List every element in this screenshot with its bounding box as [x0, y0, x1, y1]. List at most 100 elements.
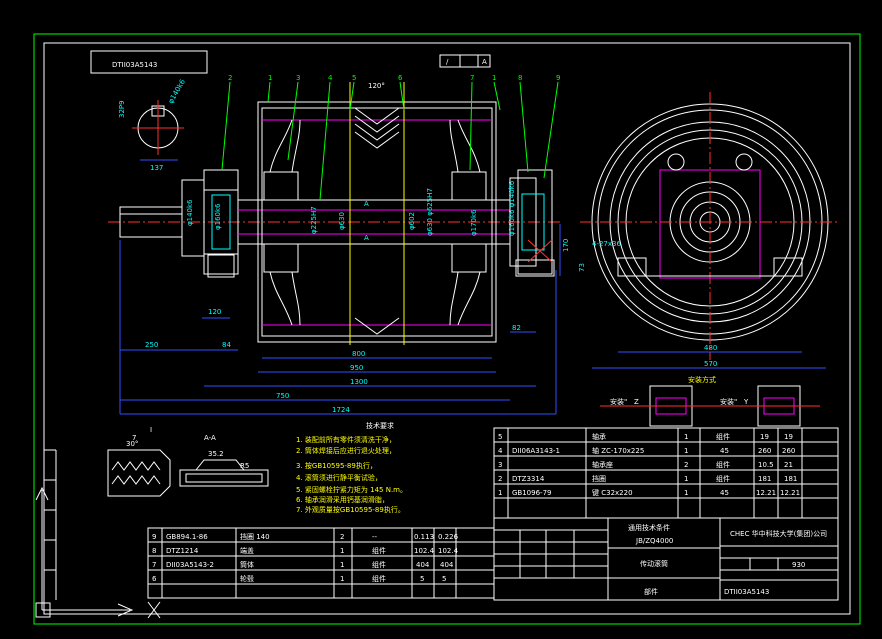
title-std-code: JB/ZQ4000 [635, 537, 673, 545]
svg-text:DII06A3143-1: DII06A3143-1 [512, 447, 560, 455]
svg-text:φ630: φ630 [338, 212, 346, 230]
dim-1724: 1724 [332, 406, 350, 414]
dim-120: 120 [208, 308, 221, 316]
tech-req-2: 2. 筒体焊接后应进行退火处理， [296, 446, 396, 455]
svg-text:φ170k6: φ170k6 [470, 209, 478, 236]
tech-req-7: 7. 外观质量按GB10595-89执行。 [296, 505, 405, 514]
tech-req-5: 5. 紧固螺栓拧紧力矩为 145 N.m。 [296, 485, 407, 494]
svg-text:φ160k6 φ140k6: φ160k6 φ140k6 [508, 180, 516, 236]
svg-text:0.226: 0.226 [438, 533, 459, 541]
svg-text:组件: 组件 [372, 560, 386, 569]
svg-text:组件: 组件 [716, 460, 730, 469]
svg-text:5: 5 [442, 575, 446, 583]
svg-text:260: 260 [782, 447, 795, 455]
holes-label: 4-27x36 [592, 240, 621, 248]
part-balloons: 2 1 3 4 5 6 7 1 8 9 [221, 74, 560, 201]
svg-text:32P9: 32P9 [118, 100, 126, 118]
svg-text:/: / [446, 58, 449, 66]
section-aa-title: A-A [204, 434, 216, 442]
section-detail-left: 30° 7 I [107, 426, 171, 497]
title-drawing-no: DTII03A5143 [724, 588, 769, 596]
dim-84: 84 [222, 341, 231, 349]
svg-text:3: 3 [498, 461, 502, 469]
svg-text:45: 45 [720, 447, 729, 455]
title-box: DTII03A5143 [90, 50, 208, 74]
svg-text:10.5: 10.5 [758, 461, 774, 469]
aux-views: 安装方式 安装" Z 安装" Y [600, 375, 820, 427]
svg-text:2: 2 [684, 461, 688, 469]
balloon-5: 5 [352, 74, 356, 82]
pulley-side-view: φ140k6 φ160k6 φ225H7 φ630 φ602 φ630 φ625… [108, 82, 560, 345]
tech-req-4: 4. 滚筒须进行静平衡试验， [296, 473, 382, 482]
section-7: 7 [132, 434, 136, 442]
svg-text:102.4: 102.4 [438, 547, 459, 555]
svg-text:0.113: 0.113 [414, 533, 434, 541]
title-block: 通用技术条件 JB/ZQ4000 传动滚筒 CHEC 华中科技大学(集团)公司 … [493, 517, 839, 601]
svg-text:A: A [482, 58, 487, 66]
lagging-pattern [349, 82, 405, 345]
dim-250: 250 [145, 341, 158, 349]
svg-text:DII03A5143-2: DII03A5143-2 [166, 561, 214, 569]
balloon-4: 4 [328, 74, 333, 82]
svg-text:12.21: 12.21 [780, 489, 800, 497]
dim-73: 73 [578, 263, 586, 272]
title-company: CHEC 华中科技大学(集团)公司 [730, 529, 827, 538]
svg-text:7: 7 [152, 561, 156, 569]
svg-text:9: 9 [152, 533, 156, 541]
title-part-label: 部件 [644, 587, 658, 596]
title-std: 通用技术条件 [628, 523, 670, 532]
svg-text:1: 1 [684, 475, 688, 483]
svg-text:I: I [150, 426, 152, 434]
balloon-9: 9 [556, 74, 560, 82]
parts-list-upper: 5 轴承 1 组件 19 19 4 DII06A3143-1 轴 ZC-170x… [493, 427, 839, 519]
svg-text:轴承座: 轴承座 [592, 460, 613, 469]
svg-text:12.21: 12.21 [756, 489, 776, 497]
svg-text:45: 45 [720, 489, 729, 497]
svg-text:DTZ1214: DTZ1214 [166, 547, 199, 555]
svg-text:GB894.1-86: GB894.1-86 [166, 533, 208, 541]
title-product: 传动滚筒 [640, 559, 668, 568]
balloon-8: 8 [518, 74, 522, 82]
svg-text:6: 6 [152, 575, 157, 583]
svg-text:1: 1 [684, 433, 688, 441]
pulley-end-view: 4-27x36 480 570 [580, 92, 840, 369]
svg-text:DTZ3314: DTZ3314 [512, 475, 545, 483]
svg-text:安装": 安装" [610, 397, 627, 406]
svg-text:1: 1 [498, 489, 502, 497]
svg-text:21: 21 [784, 461, 793, 469]
balloon-3: 3 [296, 74, 300, 82]
svg-text:轴承: 轴承 [592, 432, 606, 441]
svg-text:组件: 组件 [716, 474, 730, 483]
svg-text:挡圈 140: 挡圈 140 [240, 532, 270, 541]
svg-text:组件: 组件 [716, 432, 730, 441]
svg-text:1: 1 [684, 447, 688, 455]
svg-text:1: 1 [340, 547, 344, 555]
section-angle: 30° [126, 440, 138, 448]
title-weight: 930 [792, 561, 805, 569]
svg-text:19: 19 [760, 433, 769, 441]
balloon-7: 7 [470, 74, 474, 82]
svg-text:键 C32x220: 键 C32x220 [592, 488, 633, 497]
svg-text:2: 2 [340, 533, 344, 541]
svg-text:安装方式: 安装方式 [688, 375, 716, 384]
dim-82: 82 [512, 324, 521, 332]
svg-text:φ160k6: φ160k6 [214, 203, 222, 230]
svg-text:端盖: 端盖 [240, 546, 254, 555]
svg-text:轴 ZC-170x225: 轴 ZC-170x225 [592, 446, 644, 455]
svg-text:φ140k6: φ140k6 [186, 199, 194, 226]
view-z-label: Z [634, 398, 639, 406]
parts-list-lower: 9 GB894.1-86 挡圈 140 2 -- 0.113 0.226 8 D… [147, 527, 495, 599]
svg-text:--: -- [372, 533, 378, 541]
tolerance-frame: / A [439, 54, 491, 68]
dim-137: 137 [150, 164, 163, 172]
svg-text:181: 181 [784, 475, 797, 483]
svg-text:φ602: φ602 [408, 212, 416, 230]
tech-requirements: 技术要求 1. 装配前所有零件须清洗干净， 2. 筒体焊接后应进行退火处理， 3… [296, 421, 407, 514]
dim-800: 800 [352, 350, 365, 358]
svg-text:安装": 安装" [720, 397, 737, 406]
inner-frame [43, 42, 851, 615]
tech-req-1: 1. 装配前所有零件须清洗干净， [296, 435, 396, 444]
svg-text:GB1096-79: GB1096-79 [512, 489, 551, 497]
svg-text:1: 1 [340, 575, 344, 583]
svg-text:轮毂: 轮毂 [240, 574, 254, 583]
